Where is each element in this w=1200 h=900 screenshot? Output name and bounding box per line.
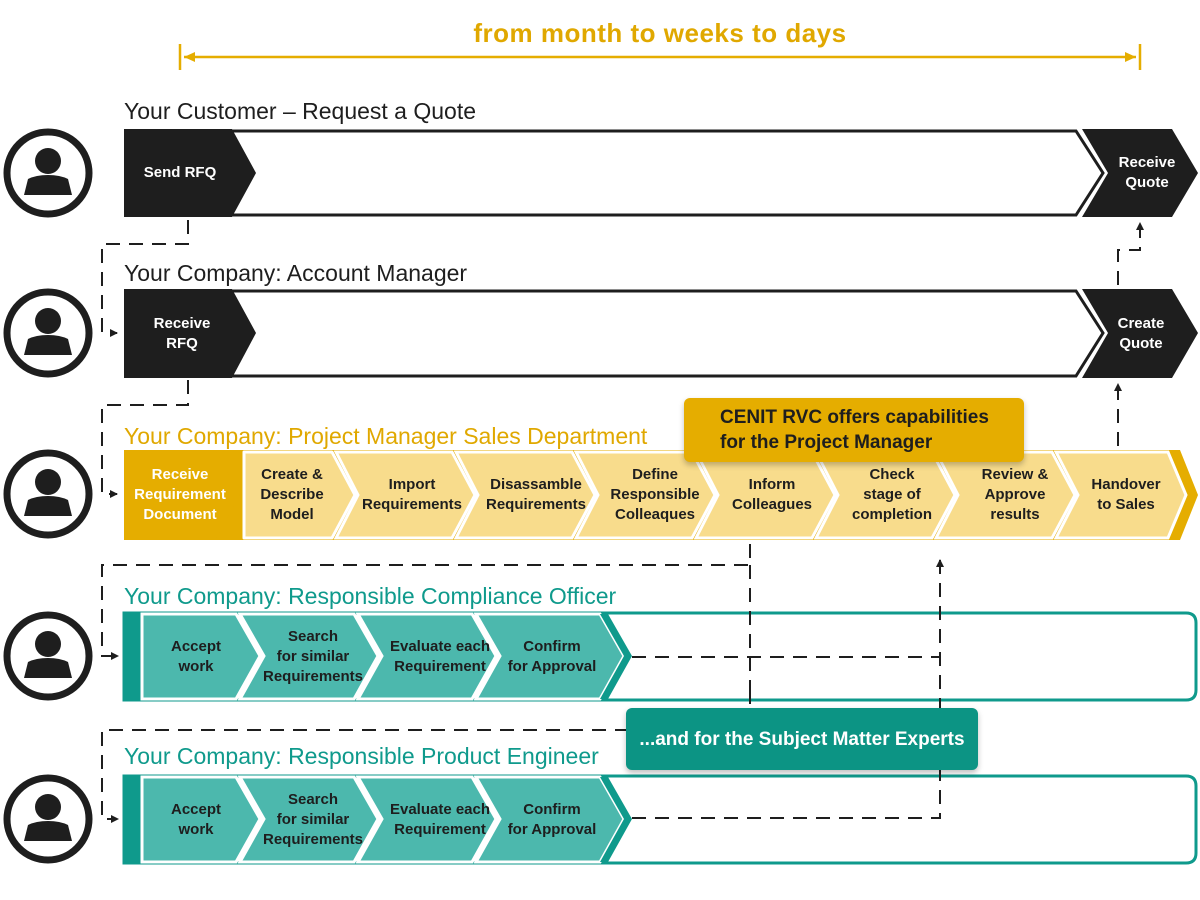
person-icon — [3, 449, 93, 539]
step-shape — [242, 450, 357, 540]
step-shape — [453, 450, 597, 540]
step-shape — [124, 129, 256, 217]
step-review-approve-results: Review & Approve results — [981, 466, 1049, 523]
step-accept-work: Accept work — [170, 637, 222, 675]
step-handover-to-sales: Handover to Sales — [1091, 476, 1161, 513]
person-icon — [3, 288, 93, 378]
step-confirm-for-approval: Confirm for Approval — [507, 637, 597, 675]
lane-account-manager — [124, 289, 1198, 378]
step-shape — [237, 775, 380, 864]
lane-title-product-engineer: Your Company: Responsible Product Engine… — [124, 743, 599, 769]
lane-product-engineer — [122, 774, 1198, 865]
entry-arrowheads — [111, 652, 119, 823]
step-shape — [140, 612, 262, 701]
step-create-describe-model: Create & Describe Model — [260, 466, 324, 523]
step-shape — [1082, 129, 1198, 217]
step-search-similar-requirements: Search for similar Requirements — [262, 627, 364, 685]
step-shape — [933, 450, 1077, 540]
step-import-requirements: Import Requirements — [361, 476, 463, 513]
person-icon — [3, 128, 93, 218]
lane-title-compliance-officer: Your Company: Responsible Compliance Off… — [124, 583, 617, 609]
timeline-label: from month to weeks to days — [473, 18, 847, 48]
step-define-responsible-colleaques: Define Responsible Colleaques — [610, 466, 700, 523]
step-receive-rfq: Receive RFQ — [153, 314, 211, 352]
step-receive-quote: Receive Quote — [1118, 154, 1176, 191]
step-shape — [237, 612, 380, 701]
step-shape — [355, 612, 498, 701]
callout-project-manager: CENIT RVC offers capabilities for the Pr… — [684, 398, 1024, 462]
person-icon — [3, 774, 93, 864]
callout-subject-matter-experts: ...and for the Subject Matter Experts — [626, 708, 978, 770]
lane-customer — [124, 129, 1198, 217]
step-disassamble-requirements: Disassamble Requirements — [485, 476, 587, 513]
person-icon — [3, 611, 93, 701]
step-shape — [355, 775, 498, 864]
step-search-similar-requirements: Search for similar Requirements — [262, 790, 364, 848]
lane-title-customer: Your Customer – Request a Quote — [124, 98, 477, 124]
lane-project-manager — [124, 450, 1198, 540]
timeline — [178, 44, 1142, 70]
step-send-rfq: Send RFQ — [143, 164, 217, 181]
step-shape — [124, 452, 240, 538]
step-evaluate-each-requirement: Evaluate each Requirement — [389, 800, 491, 838]
step-shape — [1082, 289, 1198, 378]
lane-title-project-manager: Your Company: Project Manager Sales Depa… — [124, 423, 648, 449]
step-confirm-for-approval: Confirm for Approval — [507, 800, 597, 838]
step-check-stage-of-completion: Check stage of completion — [851, 466, 932, 523]
step-shape — [124, 289, 256, 378]
step-create-quote: Create Quote — [1117, 314, 1165, 352]
lane-title-account-manager: Your Company: Account Manager — [124, 260, 468, 286]
step-shape — [1053, 450, 1188, 540]
step-evaluate-each-requirement: Evaluate each Requirement — [389, 637, 491, 675]
step-shape — [140, 775, 262, 864]
step-inform-colleagues: Inform Colleagues — [731, 476, 813, 513]
step-accept-work: Accept work — [170, 800, 222, 838]
step-receive-requirement-document: Receive Requirement Document — [134, 466, 226, 523]
step-shape — [333, 450, 477, 540]
